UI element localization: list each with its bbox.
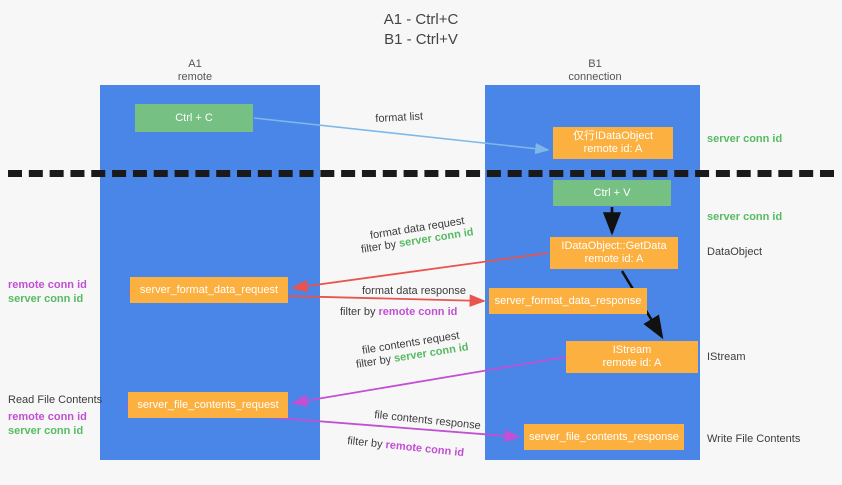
annotation-file-contents-response: file contents response <box>374 408 482 433</box>
page-title-line1: A1 - Ctrl+C <box>383 11 459 28</box>
page-title-line2: B1 - Ctrl+V <box>384 31 458 48</box>
label-read-file-contents: Read File Contents <box>8 394 103 406</box>
filter-by-label-4: filter by <box>346 434 387 451</box>
node-ctrl-v-label: Ctrl + V <box>593 186 631 199</box>
label-server-conn-id-mid: server conn id <box>707 211 783 223</box>
label-write-file-contents: Write File Contents <box>707 433 801 445</box>
filter-by-label-2: filter by <box>340 306 379 318</box>
node-istream-line1: IStream <box>612 344 652 356</box>
lane-header-b1-name: B1 <box>588 58 602 70</box>
label-conn-ids-bottom: remote conn id server conn id <box>8 410 87 438</box>
node-ctrl-c[interactable]: Ctrl + C <box>135 104 253 132</box>
node-server-format-data-request-label: server_format_data_request <box>139 283 279 296</box>
node-server-file-contents-request-label: server_file_contents_request <box>137 398 279 411</box>
label-remote-conn-id-1: remote conn id <box>8 279 87 291</box>
page-title: A1 - Ctrl+C B1 - Ctrl+V <box>0 10 842 50</box>
annotation-format-list: format list <box>375 110 423 126</box>
remote-conn-id-token-2: remote conn id <box>384 439 465 460</box>
label-server-conn-id-top: server conn id <box>707 133 783 145</box>
node-getdata-line2: remote id: A <box>584 253 644 265</box>
node-idataobject-line1: 仅行IDataObject <box>572 130 654 142</box>
node-idataobject-getdata[interactable]: IDataObject::GetData remote id: A <box>550 237 678 269</box>
node-istream-line2: remote id: A <box>602 357 662 369</box>
phase-divider <box>8 170 834 177</box>
annotation-format-data-response-text: format data response <box>362 285 466 297</box>
annotation-file-contents-response-text: file contents response <box>373 408 482 433</box>
node-idataobject-line2: remote id: A <box>583 143 643 155</box>
label-server-conn-id-1: server conn id <box>8 293 84 305</box>
lane-header-b1-role: connection <box>568 71 622 83</box>
node-server-file-contents-response[interactable]: server_file_contents_response <box>524 424 684 450</box>
lane-header-a1: A1 remote <box>120 58 270 84</box>
node-server-format-data-response-label: server_format_data_response <box>494 294 642 307</box>
node-server-format-data-response[interactable]: server_format_data_response <box>489 288 647 314</box>
lane-header-a1-name: A1 <box>188 58 202 70</box>
node-server-file-contents-response-label: server_file_contents_response <box>529 430 679 443</box>
annotation-format-data-response-filter: filter by remote conn id <box>340 305 457 319</box>
annotation-format-data-response: format data response <box>362 284 466 298</box>
filter-by-label-1: filter by <box>360 237 401 256</box>
node-server-file-contents-request[interactable]: server_file_contents_request <box>128 392 288 418</box>
filter-by-label-3: filter by <box>355 352 396 371</box>
label-server-conn-id-2: server conn id <box>8 425 84 437</box>
label-dataobject: DataObject <box>707 246 763 258</box>
lane-header-a1-role: remote <box>177 71 213 83</box>
label-conn-ids-top: remote conn id server conn id <box>8 278 87 306</box>
annotation-format-list-text: format list <box>375 110 424 125</box>
label-remote-conn-id-2: remote conn id <box>8 411 87 423</box>
node-ctrl-c-label: Ctrl + C <box>175 111 213 124</box>
annotation-file-contents-response-filter: filter by remote conn id <box>347 434 465 460</box>
node-getdata-line1: IDataObject::GetData <box>561 240 667 252</box>
node-istream[interactable]: IStream remote id: A <box>566 341 698 373</box>
label-istream: IStream <box>707 351 746 363</box>
node-server-format-data-request[interactable]: server_format_data_request <box>130 277 288 303</box>
remote-conn-id-token-1: remote conn id <box>378 306 458 318</box>
node-ctrl-v[interactable]: Ctrl + V <box>553 180 671 206</box>
node-idataobject[interactable]: 仅行IDataObject remote id: A <box>553 127 673 159</box>
lane-header-b1: B1 connection <box>520 58 670 84</box>
